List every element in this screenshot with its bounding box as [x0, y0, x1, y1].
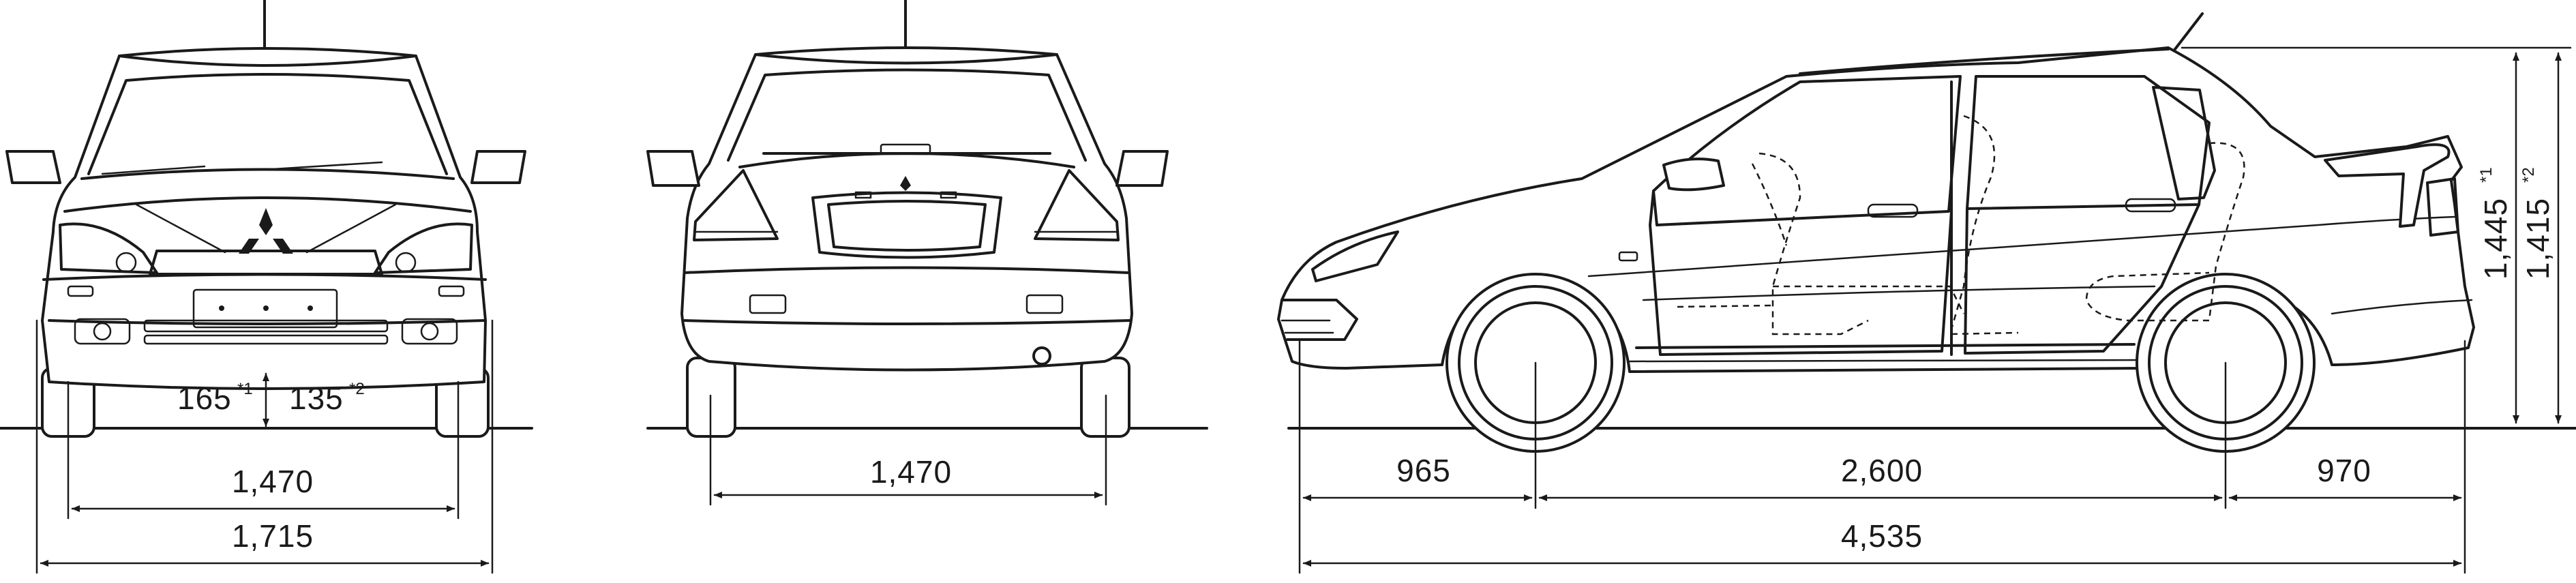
front-clearance-1-note: *1 — [237, 380, 253, 398]
rear-view-car — [646, 0, 1169, 438]
front-clearance-2-note: *2 — [349, 380, 365, 398]
overall-length-value: 4,535 — [1841, 518, 1923, 554]
front-clearance-1-value: 165 — [177, 380, 232, 416]
overall-width-value: 1,715 — [232, 518, 314, 554]
rear-view-dimensions — [709, 394, 1107, 506]
height-2-note: *2 — [2519, 167, 2538, 183]
height-1-value: 1,445 — [2478, 198, 2513, 280]
rear-overhang-value: 970 — [2317, 453, 2371, 488]
height-1-note: *1 — [2477, 167, 2496, 183]
side-view-car — [1277, 12, 2475, 453]
height-2-value: 1,415 — [2520, 198, 2556, 280]
wheelbase-value: 2,600 — [1841, 453, 1923, 488]
rear-track-value: 1,470 — [870, 454, 952, 490]
front-track-value: 1,470 — [232, 464, 314, 499]
front-view-dimensions — [35, 319, 494, 574]
height-1-label: 1,445 *1 — [2477, 167, 2513, 280]
side-view-dimensions — [1298, 46, 2572, 574]
height-2-label: 1,415 *2 — [2519, 167, 2556, 280]
front-overhang-value: 965 — [1396, 453, 1451, 488]
front-view-car — [5, 0, 526, 438]
front-clearance-2-value: 135 — [289, 380, 344, 416]
